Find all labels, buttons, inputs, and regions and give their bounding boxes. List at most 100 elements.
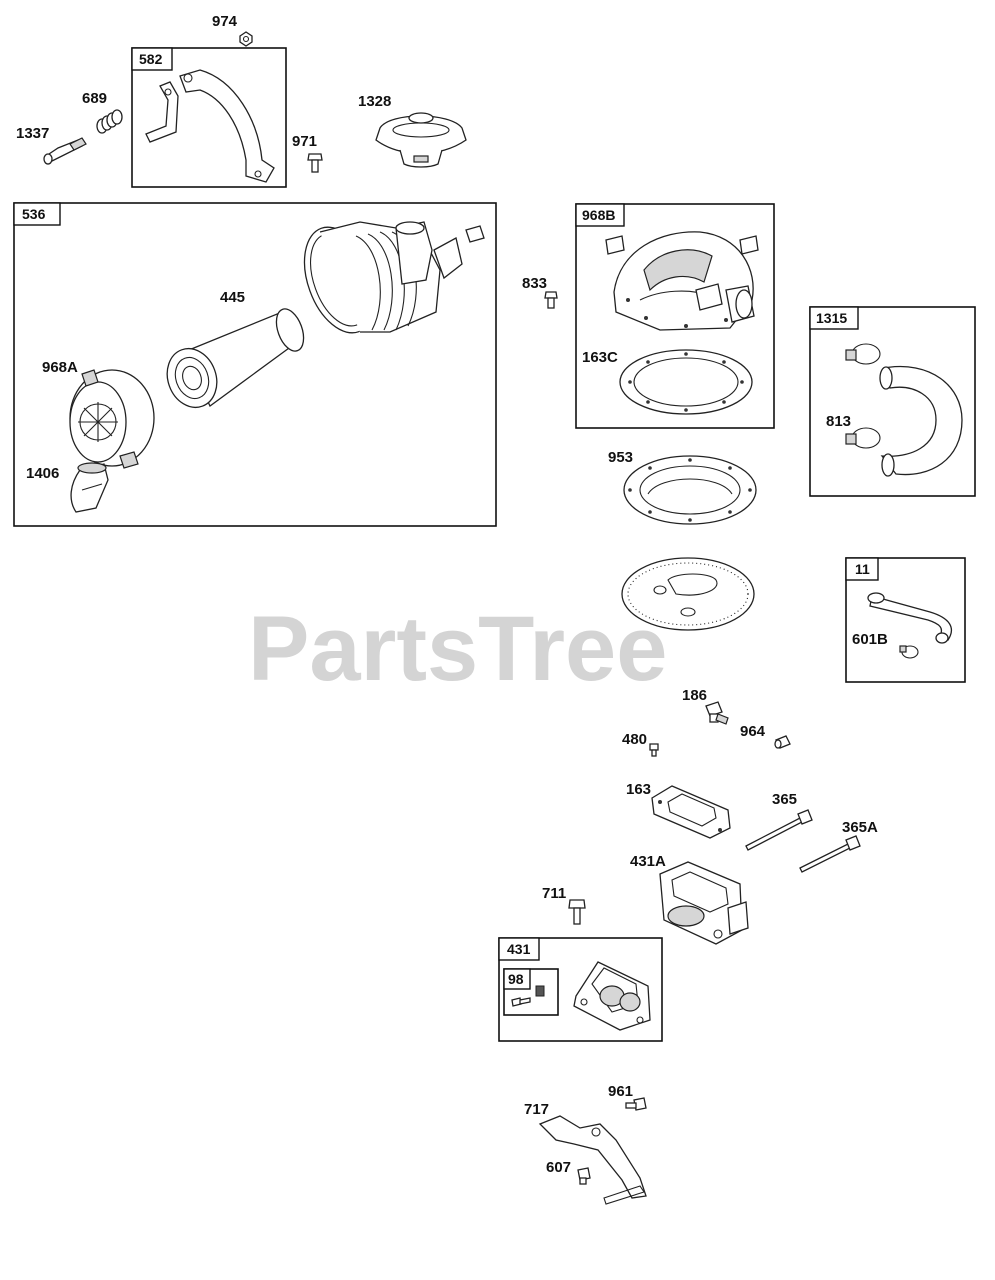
label-974: 974 xyxy=(212,13,238,30)
part-689[interactable]: 689 xyxy=(82,90,123,134)
part-431A[interactable]: 431A xyxy=(630,853,749,945)
group-431-tab xyxy=(498,937,540,961)
group-1315[interactable]: 1315 813 xyxy=(809,306,976,497)
part-974[interactable]: 974 xyxy=(212,13,253,47)
group-968B-label: 968B xyxy=(582,207,615,223)
group-98-frame xyxy=(503,968,559,1016)
group-1315-tab xyxy=(809,306,859,330)
adapter-431A-icon xyxy=(659,861,749,945)
label-601B: 601B xyxy=(852,631,888,648)
watermark: PartsTree TM xyxy=(248,598,729,700)
gasket-163-icon xyxy=(651,785,731,839)
label-480: 480 xyxy=(622,731,647,748)
spring-689-icon xyxy=(96,109,123,134)
part-711[interactable]: 711 xyxy=(542,885,586,925)
bolt-971-icon xyxy=(307,153,323,173)
group-11-label: 11 xyxy=(855,561,870,577)
label-1337: 1337 xyxy=(16,125,49,142)
label-365A: 365A xyxy=(842,819,878,836)
label-689: 689 xyxy=(82,90,107,107)
label-953: 953 xyxy=(608,449,633,466)
screw-833-icon xyxy=(544,291,558,309)
bolt-365-icon xyxy=(745,809,813,851)
part-163C[interactable]: 163C xyxy=(582,349,753,415)
part-813[interactable]: 813 xyxy=(826,413,881,449)
group-968B-frame xyxy=(575,203,775,429)
diaphragm-953-icon xyxy=(623,455,757,525)
label-964: 964 xyxy=(740,723,766,740)
part-607[interactable]: 607 xyxy=(546,1159,591,1185)
part-833[interactable]: 833 xyxy=(522,275,558,309)
bracket-717-icon xyxy=(538,1115,647,1205)
part-1337[interactable]: 1337 xyxy=(16,125,87,165)
part-953[interactable]: 953 xyxy=(608,449,757,525)
group-1315-frame xyxy=(809,306,976,497)
group-536[interactable]: 536 445 9 xyxy=(13,202,497,527)
air-cleaner-housing[interactable] xyxy=(291,217,485,342)
part-601B[interactable]: 601B xyxy=(852,631,919,659)
group-431-label: 431 xyxy=(507,941,531,957)
label-186: 186 xyxy=(682,687,707,704)
group-968B[interactable]: 968B 163C xyxy=(575,203,775,429)
part-186[interactable]: 186 xyxy=(682,687,729,725)
group-98-tab xyxy=(503,968,531,990)
group-11[interactable]: 11 601B xyxy=(845,557,966,683)
part-717[interactable]: 717 xyxy=(524,1101,647,1205)
pin-1337-icon xyxy=(43,137,87,165)
part-964[interactable]: 964 xyxy=(740,723,791,749)
watermark-text: PartsTree xyxy=(248,598,667,700)
label-1406: 1406 xyxy=(26,465,59,482)
label-607: 607 xyxy=(546,1159,571,1176)
part-971[interactable]: 971 xyxy=(292,133,323,173)
part-480[interactable]: 480 xyxy=(622,731,659,757)
group-11-frame xyxy=(845,557,966,683)
part-1328[interactable]: 1328 xyxy=(358,93,467,168)
clamp-1315-top-icon xyxy=(845,343,881,365)
label-1328: 1328 xyxy=(358,93,391,110)
fitting-186-icon xyxy=(705,701,729,725)
group-536-tab xyxy=(13,202,61,226)
cover-968A-icon xyxy=(69,369,155,469)
group-1315-label: 1315 xyxy=(816,310,847,326)
screw-480-icon xyxy=(649,743,659,757)
part-968A[interactable]: 968A xyxy=(42,359,155,469)
dome-968B-part[interactable] xyxy=(605,231,759,331)
valve-1406-icon xyxy=(70,462,109,513)
part-365A[interactable]: 365A xyxy=(799,819,878,873)
part-961[interactable]: 961 xyxy=(608,1083,647,1111)
label-431A: 431A xyxy=(630,853,666,870)
part-365[interactable]: 365 xyxy=(745,791,813,851)
part-1406[interactable]: 1406 xyxy=(26,462,109,513)
plug-964-icon xyxy=(774,735,791,749)
group-536-frame xyxy=(13,202,497,527)
group-582-tab xyxy=(131,47,173,71)
group-11-tab xyxy=(845,557,879,581)
bolt-607-icon xyxy=(577,1167,591,1185)
filter-445-icon xyxy=(166,308,305,409)
label-961: 961 xyxy=(608,1083,633,1100)
bracket-582-part[interactable] xyxy=(145,69,275,183)
group-431-frame xyxy=(498,937,663,1042)
screen-plate[interactable] xyxy=(621,557,755,631)
clamp-813-icon xyxy=(845,427,881,449)
part-445[interactable]: 445 xyxy=(159,289,309,414)
bolt-365A-icon xyxy=(799,835,861,873)
label-163C: 163C xyxy=(582,349,618,366)
tube-11-part[interactable] xyxy=(867,592,953,644)
group-431[interactable]: 431 98 xyxy=(498,937,663,1042)
label-711: 711 xyxy=(542,885,566,902)
label-365: 365 xyxy=(772,791,797,808)
label-717: 717 xyxy=(524,1101,549,1118)
bolt-711-icon xyxy=(568,899,586,925)
group-536-label: 536 xyxy=(22,206,46,222)
label-971: 971 xyxy=(292,133,317,150)
nut-974-icon xyxy=(239,31,253,47)
group-98[interactable]: 98 xyxy=(503,968,559,1016)
base-431-part[interactable] xyxy=(573,961,651,1031)
part-163[interactable]: 163 xyxy=(626,781,731,839)
hose-1315-part[interactable] xyxy=(879,366,963,477)
label-833: 833 xyxy=(522,275,547,292)
label-163: 163 xyxy=(626,781,651,798)
group-98-label: 98 xyxy=(508,971,524,987)
group-582[interactable]: 582 xyxy=(131,47,287,188)
